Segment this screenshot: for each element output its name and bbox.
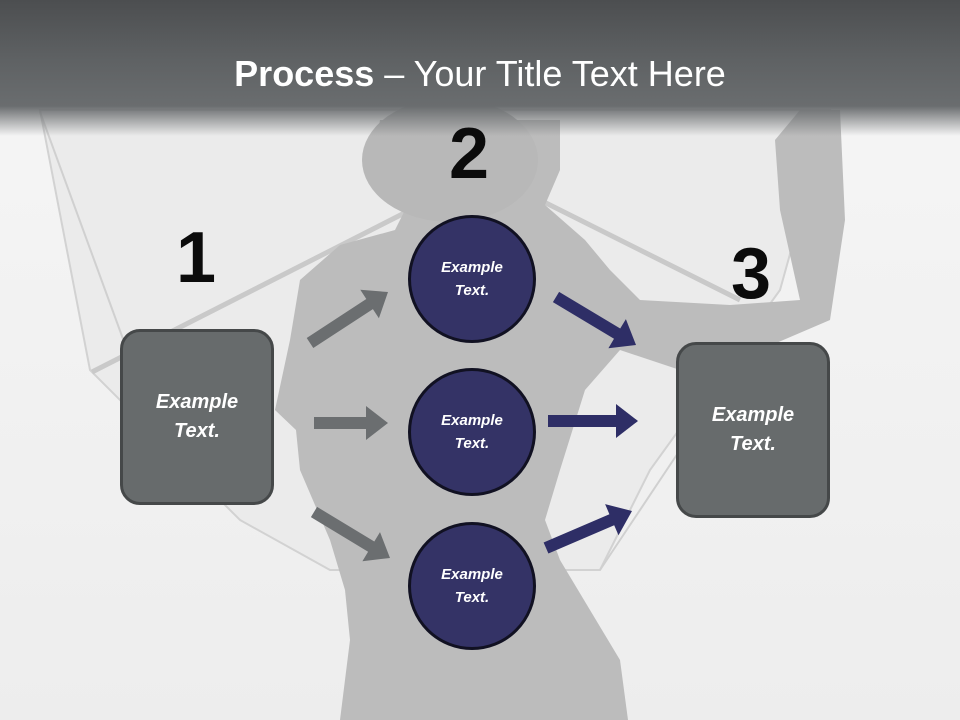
arrow-top-to-3 [552, 291, 636, 349]
step-3-box: Example Text. [676, 342, 830, 518]
title-bold: Process [234, 53, 375, 94]
step-2-circle-middle: Example Text. [408, 368, 536, 496]
arrow-bottom-to-3 [543, 504, 632, 554]
step-number-2: 2 [449, 114, 490, 194]
step-1-box: Example Text. [120, 329, 274, 505]
page-title: Process – Your Title Text Here [0, 52, 960, 96]
arrow-middle-to-3 [548, 404, 638, 438]
arrow-1-to-top [306, 289, 388, 348]
circle-bottom-label: Example Text. [441, 566, 503, 606]
circle-middle-label: Example Text. [441, 412, 503, 452]
title-bar [0, 0, 960, 136]
step-2-circle-top: Example Text. [408, 215, 536, 343]
arrow-1-to-bottom [310, 506, 390, 562]
step-number-3: 3 [731, 234, 772, 314]
arrow-1-to-middle [314, 406, 388, 440]
step-2-circle-bottom: Example Text. [408, 522, 536, 650]
circle-top-label: Example Text. [441, 259, 503, 299]
step-1-label: Example Text. [155, 391, 239, 442]
step-3-label: Example Text. [711, 404, 795, 455]
title-rest: – Your Title Text Here [374, 53, 726, 94]
step-number-1: 1 [176, 218, 217, 298]
